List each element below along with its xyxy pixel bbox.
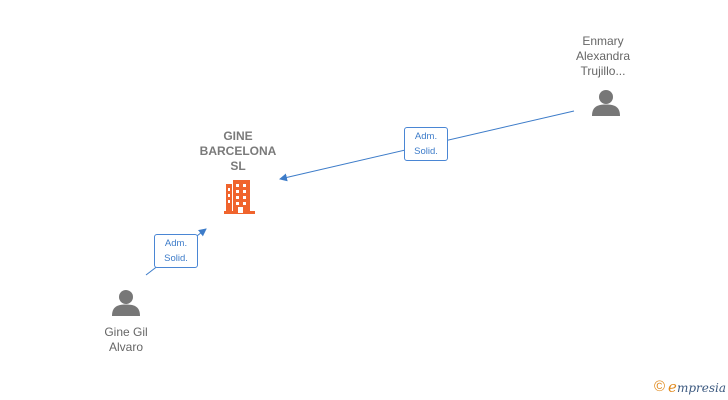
company-name[interactable]: GINE BARCELONA SL [190,129,286,174]
person-icon[interactable] [592,90,620,116]
person-name-line: Alexandra [575,49,631,63]
brand-logo: empresia [668,378,726,397]
edge-label-line: Adm. [414,131,438,142]
edge-label-line: Solid. [414,146,438,157]
person-name-enmary[interactable]: Enmary Alexandra Trujillo... [563,34,643,79]
brand-logo-rest: mpresia [676,380,726,395]
building-icon[interactable] [224,180,255,214]
company-name-line: SL [230,159,246,173]
edge-label-gine: Adm. Solid. [154,234,198,268]
person-name-gine[interactable]: Gine Gil Alvaro [86,325,166,355]
copyright-icon: © [653,378,666,395]
person-name-line: Trujillo... [580,64,626,78]
person-name-line: Enmary [582,34,624,48]
person-icon[interactable] [112,290,140,316]
watermark: © empresia [654,378,726,396]
edge-label-enmary: Adm. Solid. [404,127,448,161]
brand-logo-initial: e [668,377,677,396]
person-name-line: Gine Gil [104,325,148,339]
company-name-line: GINE [223,129,253,143]
edge-label-line: Adm. [164,238,188,249]
person-name-line: Alvaro [108,340,143,354]
company-name-line: BARCELONA [199,144,277,158]
edge-label-line: Solid. [164,253,188,264]
